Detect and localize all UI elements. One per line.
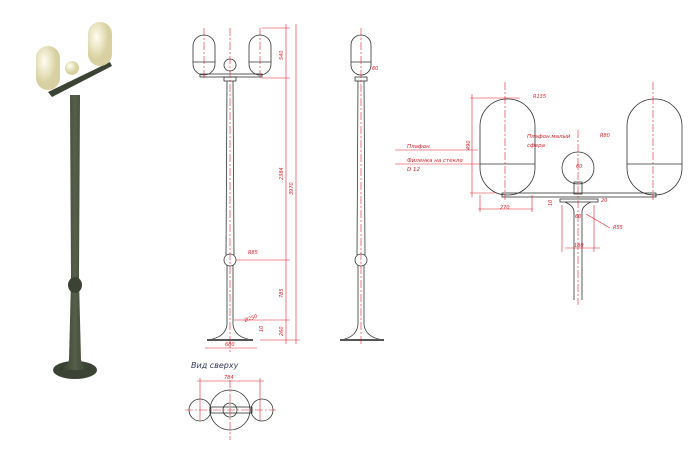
radius-r135: R135 <box>533 94 546 100</box>
label-small-plafon: Плафон малый <box>527 134 571 140</box>
dim-784: 784 <box>224 375 234 381</box>
dim-260: 260 <box>279 326 285 336</box>
globe-left <box>192 34 216 76</box>
radius-r80: R80 <box>600 133 610 139</box>
detail-globe-right <box>626 98 683 196</box>
dim-2384: 2384 <box>279 167 285 180</box>
render-small-sphere <box>65 61 79 75</box>
detail-globe-left <box>479 98 536 196</box>
label-small-sphere: сфера <box>527 143 546 149</box>
radius-r85: R85 <box>248 250 258 256</box>
pole <box>206 80 254 341</box>
label-d12: D 12 <box>407 167 420 173</box>
dim-10-detail: 10 <box>548 200 554 206</box>
globe-right <box>248 34 272 76</box>
top-view: Вид сверху 784 <box>185 361 276 440</box>
front-dimensions <box>205 24 300 349</box>
dim-785: 785 <box>279 288 285 298</box>
dim-10: 10 <box>259 326 265 332</box>
render-3d-lamp <box>36 22 112 379</box>
front-view: 540 2384 3970 785 260 10 680 R85 Ø250 <box>192 24 300 352</box>
detail-arm <box>501 192 657 198</box>
detail-pole <box>564 201 592 300</box>
dim-490: 490 <box>466 140 472 150</box>
render-globe-right <box>88 22 112 66</box>
label-filenka: Филенка на стекле <box>407 158 463 164</box>
dim-60-top: 60 <box>576 164 582 170</box>
detail-view: R135 490 Плафон Филенка на стекле D 12 П… <box>395 82 683 305</box>
top-view-caption: Вид сверху <box>191 361 239 370</box>
dim-20: 20 <box>601 198 607 204</box>
dim-60-side: 60 <box>372 66 378 72</box>
dim-540: 540 <box>279 50 285 60</box>
side-view: 60 <box>339 28 385 345</box>
side-globe <box>350 34 372 76</box>
arm <box>199 73 263 78</box>
dim-60-bottom: 60 <box>575 214 581 220</box>
dim-180: 180 <box>574 243 584 249</box>
render-collar <box>68 277 82 293</box>
label-plafon: Плафон <box>407 144 430 150</box>
render-arm <box>48 62 112 97</box>
diameter-250: Ø250 <box>242 313 258 325</box>
radius-r55: R55 <box>613 225 623 231</box>
render-pole <box>58 95 92 370</box>
render-globe-left <box>36 46 60 90</box>
dim-270: 270 <box>500 205 510 211</box>
dim-680: 680 <box>225 342 235 348</box>
dim-3970: 3970 <box>289 182 295 195</box>
